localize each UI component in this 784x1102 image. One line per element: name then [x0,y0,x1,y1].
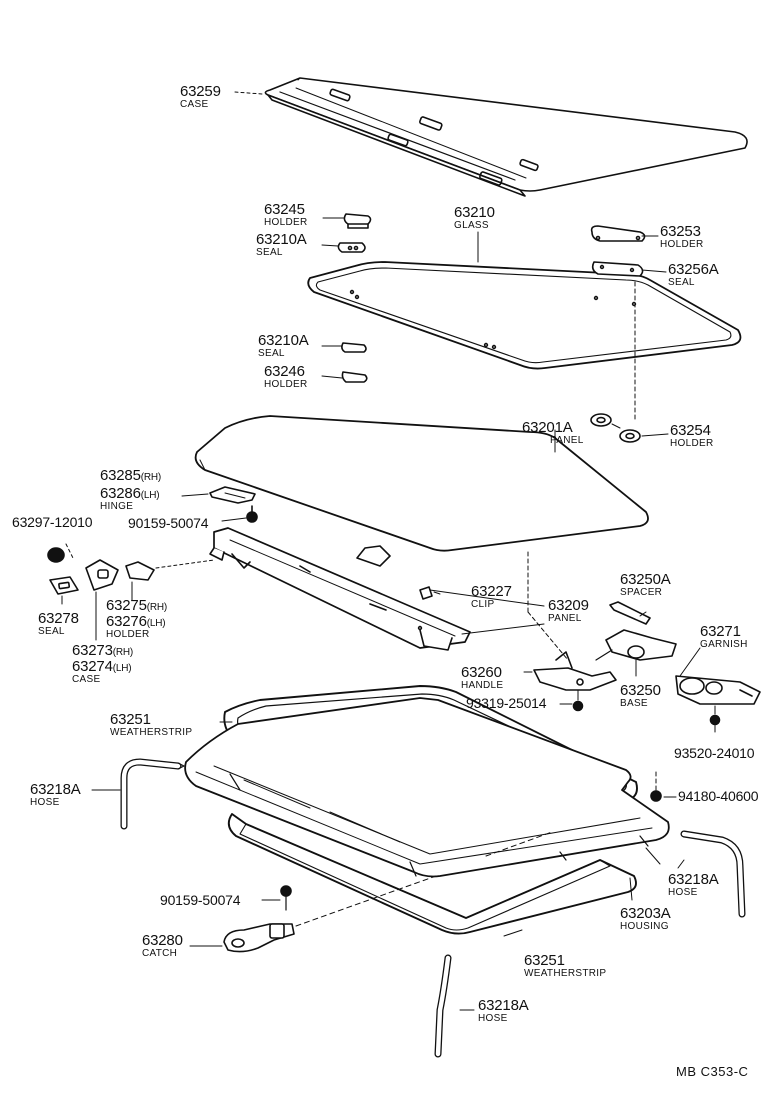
label-93520-24010: 93520-24010 [674,745,755,761]
hose-part-63218a-bottom [434,954,452,1058]
bolt-90159-bottom [280,885,292,911]
case-part-63273-63274 [85,559,119,591]
catch-part-63280 [223,923,295,953]
part-63297-12010 [47,547,65,563]
weatherstrip-part-63251-lower [227,813,637,935]
label-94180-40600: 94180-40600 [678,788,759,804]
diagram-code: MB C353-C [676,1064,749,1079]
label-90159-top: 90159-50074 [128,515,209,531]
garnish-part-63271 [675,675,761,705]
label-63275: 63275(RH) [106,597,168,614]
seal-part-63210a-top [337,242,366,253]
label-93319-25014: 93319-25014 [466,695,547,711]
housing-part-63203a [184,697,670,878]
holder-part-63275-63276 [125,561,155,581]
panel-part-63201a [194,415,649,552]
seal-part-63256a [591,261,644,277]
screw-93319-25014 [572,689,584,712]
label-63276: 63276(LH)HOLDER [106,613,166,640]
spacer-part-63250a [609,601,651,625]
label-90159-bottom: 90159-50074 [160,892,241,908]
clip-part-63227 [419,586,433,600]
holder-part-63254 [590,413,641,443]
screw-93520-24010 [709,705,721,733]
hose-part-63218a-left [120,758,185,830]
seal-part-63278 [49,576,79,595]
hose-part-63218a-right [680,830,746,918]
nut-94180-40600 [650,771,662,802]
label-63273: 63273(RH) [72,642,134,659]
base-part-63250 [595,629,677,661]
panel-frame-part-63209 [209,527,471,651]
seal-part-63210a-lower [341,342,367,353]
holder-part-63253 [590,225,646,242]
hinge-part-63285-63286 [209,486,256,504]
leader-lines [91,217,701,1011]
label-63274: 63274(LH)CASE [72,658,132,685]
handle-part-63260 [533,651,617,691]
holder-part-63245 [343,213,372,229]
label-63297-12010: 63297-12010 [12,514,93,530]
holder-part-63246 [341,371,368,383]
label-63285: 63285(RH) [100,467,162,484]
glass-part-63210 [307,231,742,370]
bolt-90159-top [246,505,258,523]
label-63286: 63286(LH)HINGE [100,485,160,512]
case-part-63259 [234,77,748,197]
